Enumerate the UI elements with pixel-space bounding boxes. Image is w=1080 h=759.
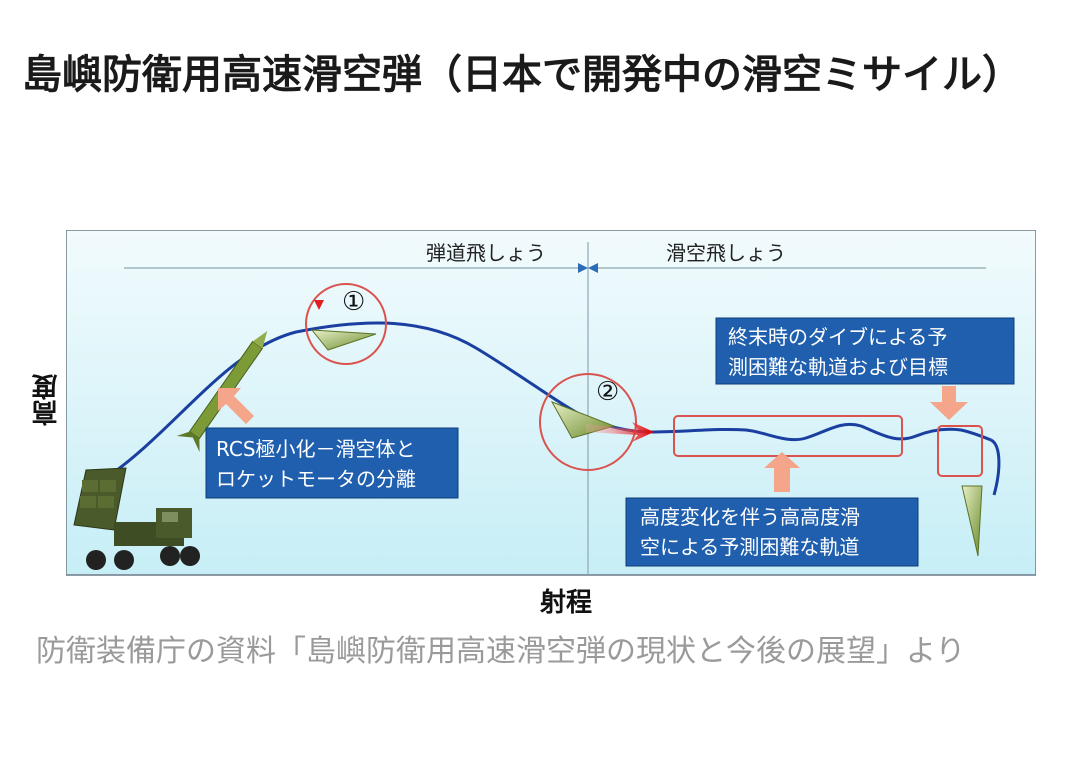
terminal-label-box xyxy=(715,317,1015,385)
dive-line xyxy=(990,438,1001,496)
divider-arrow-right xyxy=(588,263,598,273)
apex-circle xyxy=(305,283,387,365)
rcs-label-line1: RCS極小化－滑空体と xyxy=(216,437,416,461)
descent-circle xyxy=(539,373,637,471)
altitude-arrow xyxy=(764,452,800,492)
marker-2-label: ② xyxy=(596,377,619,407)
red-glide-arrow xyxy=(586,422,654,442)
altitude-label-box xyxy=(625,497,919,567)
terminal-label-line1: 終末時のダイブによる予 xyxy=(728,325,947,349)
rcs-label-line2: ロケットモータの分離 xyxy=(216,467,416,491)
phase-glide-label: 滑空飛しょう xyxy=(666,241,786,265)
glider-apex xyxy=(310,329,377,351)
image-caption: 防衛装備庁の資料「島嶼防衛用高速滑空弾の現状と今後の展望」より xyxy=(36,634,966,669)
rcs-arrow xyxy=(218,388,254,424)
glider-dive xyxy=(961,485,983,557)
altitude-label-line2: 空による予測困難な軌道 xyxy=(640,535,859,559)
dive-highlight-box xyxy=(937,425,983,477)
glide-highlight-box xyxy=(673,415,903,457)
trajectory-line xyxy=(105,321,992,480)
axis-x-label: 射程 xyxy=(540,588,593,618)
marker-1-label: ① xyxy=(342,287,365,317)
rcs-label-box xyxy=(205,427,459,499)
phase-ballistic-label: 弾道飛しょう xyxy=(426,241,546,265)
altitude-label-line1: 高度変化を伴う高高度滑 xyxy=(640,505,860,529)
terminal-arrow xyxy=(930,386,968,420)
article-title: 島嶼防衛用高速滑空弾（日本で開発中の滑空ミサイル） xyxy=(22,52,1022,98)
axis-y-label: 高度 xyxy=(32,374,62,426)
divider-arrow-left xyxy=(578,263,588,273)
launcher-truck xyxy=(73,467,200,570)
red-marker-1 xyxy=(314,300,324,310)
glide-missile-diagram: 弾道飛しょう 滑空飛しょう xyxy=(66,230,1036,580)
terminal-label-line2: 測困難な軌道および目標 xyxy=(728,355,948,379)
